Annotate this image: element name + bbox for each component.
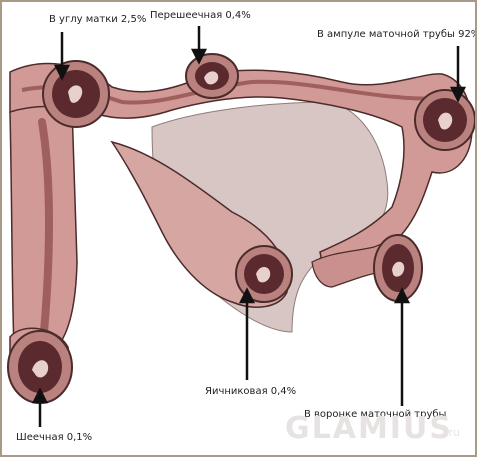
watermark-suffix: .ru [445,426,460,439]
site-corner-embryo [68,85,83,103]
site-isthmic [185,53,239,99]
label-ampulla: В ампуле маточной трубы 92% [317,29,477,40]
arrow-cervical-head [31,387,49,404]
label-fimbrial: В воронке маточной трубы [304,409,447,420]
site-corner [42,60,110,128]
site-cervical-embryo [32,360,49,378]
arrow-isthmic-head [190,48,208,65]
label-corner: В углу матки 2,5% [49,14,147,25]
arrow-ampulla-head [449,86,467,103]
site-ampulla-embryo [438,112,453,130]
site-ampulla [414,89,475,151]
label-ovarian: Яичниковая 0,4% [205,386,297,397]
site-fimbrial [373,234,423,302]
watermark-logo: GLAMIUS [285,411,453,446]
arrow-ovarian-head [238,287,256,304]
site-ovarian-embryo [256,267,271,283]
arrow-corner-head [53,64,71,81]
label-isthmic: Перешеечная 0,4% [150,10,251,21]
uterine-cavity [38,118,53,336]
arrow-fimbrial-head [393,287,411,304]
label-cervical: Шеечная 0,1% [16,432,93,443]
site-isthmic-embryo [204,71,219,85]
site-fimbrial-embryo [392,261,405,277]
site-ovarian [235,245,293,303]
